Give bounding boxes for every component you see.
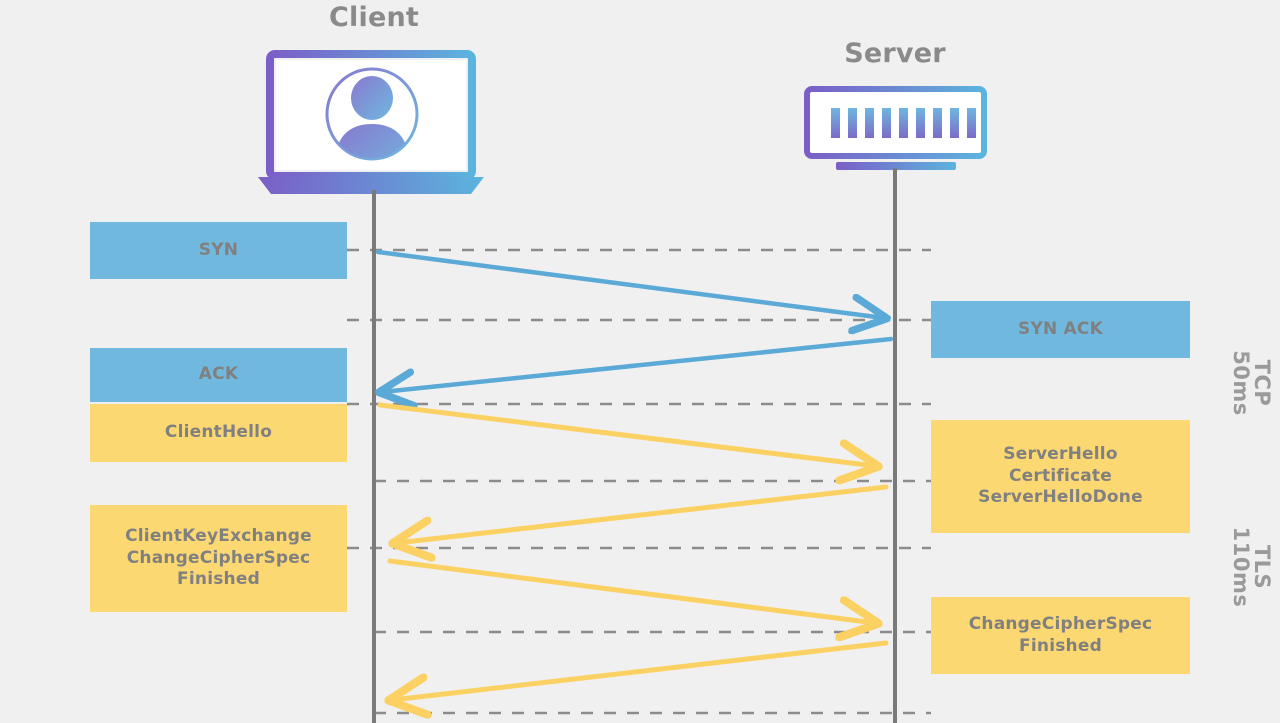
phase-label-tcp: TCP 50ms [1228,350,1274,416]
server-rack-icon [804,86,987,170]
message-label-synack: SYN ACK [1018,318,1103,339]
message-box-serverhello[interactable]: ServerHello Certificate ServerHelloDone [931,420,1190,533]
message-box-clientkeyexchange[interactable]: ClientKeyExchange ChangeCipherSpec Finis… [90,505,347,612]
message-label-syn: SYN [198,239,239,260]
message-box-syn[interactable]: SYN [90,222,347,279]
message-box-synack[interactable]: SYN ACK [931,301,1190,358]
time-guide-lines [347,248,931,715]
laptop-user-icon [258,50,484,194]
message-box-serverchangecipherspec[interactable]: ChangeCipherSpec Finished [931,597,1190,674]
message-label-clientkeyexchange: ClientKeyExchange ChangeCipherSpec Finis… [125,525,312,590]
phase-label-tls: TLS 110ms [1228,526,1274,608]
server-title: Server [844,38,946,69]
client-title: Client [329,2,419,33]
message-label-clienthello: ClientHello [164,422,273,443]
flow-client-key-exchange [387,558,875,623]
message-label-ack: ACK [198,364,239,385]
message-box-ack[interactable]: ACK [90,348,347,402]
message-label-serverchangecipherspec: ChangeCipherSpec Finished [968,613,1153,656]
message-box-clienthello[interactable]: ClientHello [90,404,347,462]
flow-syn [375,249,884,318]
message-label-serverhello: ServerHello Certificate ServerHelloDone [978,443,1143,508]
flow-client-hello [377,402,875,466]
flow-server-finished [392,640,889,700]
flow-server-hello [396,484,889,543]
flow-syn-ack [382,336,894,392]
